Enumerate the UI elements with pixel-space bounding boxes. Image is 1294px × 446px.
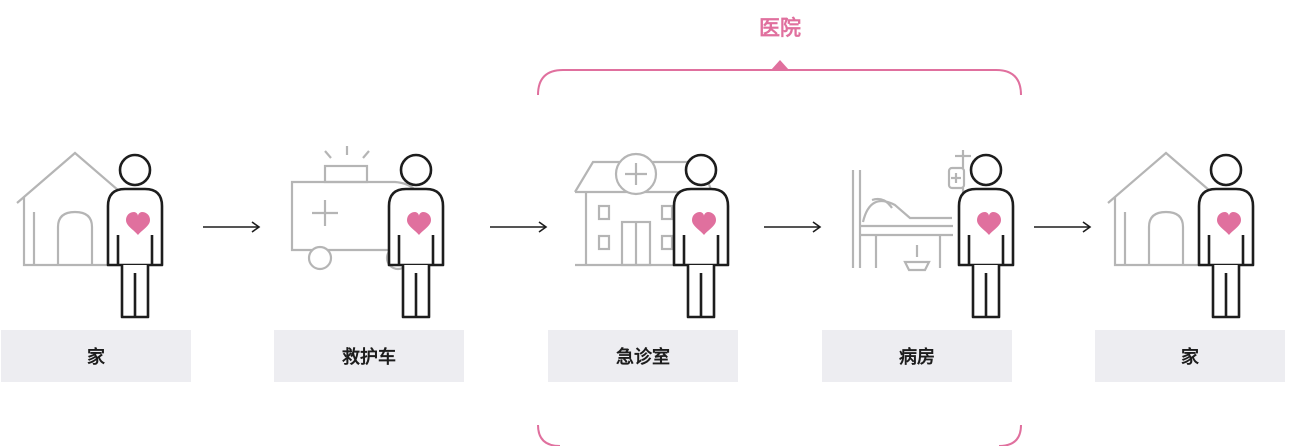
arrow-icon	[203, 221, 1092, 233]
person-with-heart-icon-1	[108, 155, 162, 317]
person-with-heart-icon-4	[959, 155, 1013, 317]
hospital-bed-icon	[851, 150, 971, 272]
person-with-heart-icon-3	[674, 155, 728, 317]
person-with-heart-icon-2	[389, 155, 443, 317]
step-label-ward: 病房	[822, 330, 1012, 382]
step-label-home-return: 家	[1095, 330, 1285, 382]
person-with-heart-icon-5	[1199, 155, 1253, 317]
hospital-bracket	[537, 69, 1022, 446]
step-label-emergency-room: 急诊室	[548, 330, 738, 382]
hospital-group-label: 医院	[759, 16, 801, 40]
step-label-ambulance: 救护车	[274, 330, 464, 382]
step-label-home: 家	[1, 330, 191, 382]
bracket-pointer-icon	[771, 60, 789, 70]
